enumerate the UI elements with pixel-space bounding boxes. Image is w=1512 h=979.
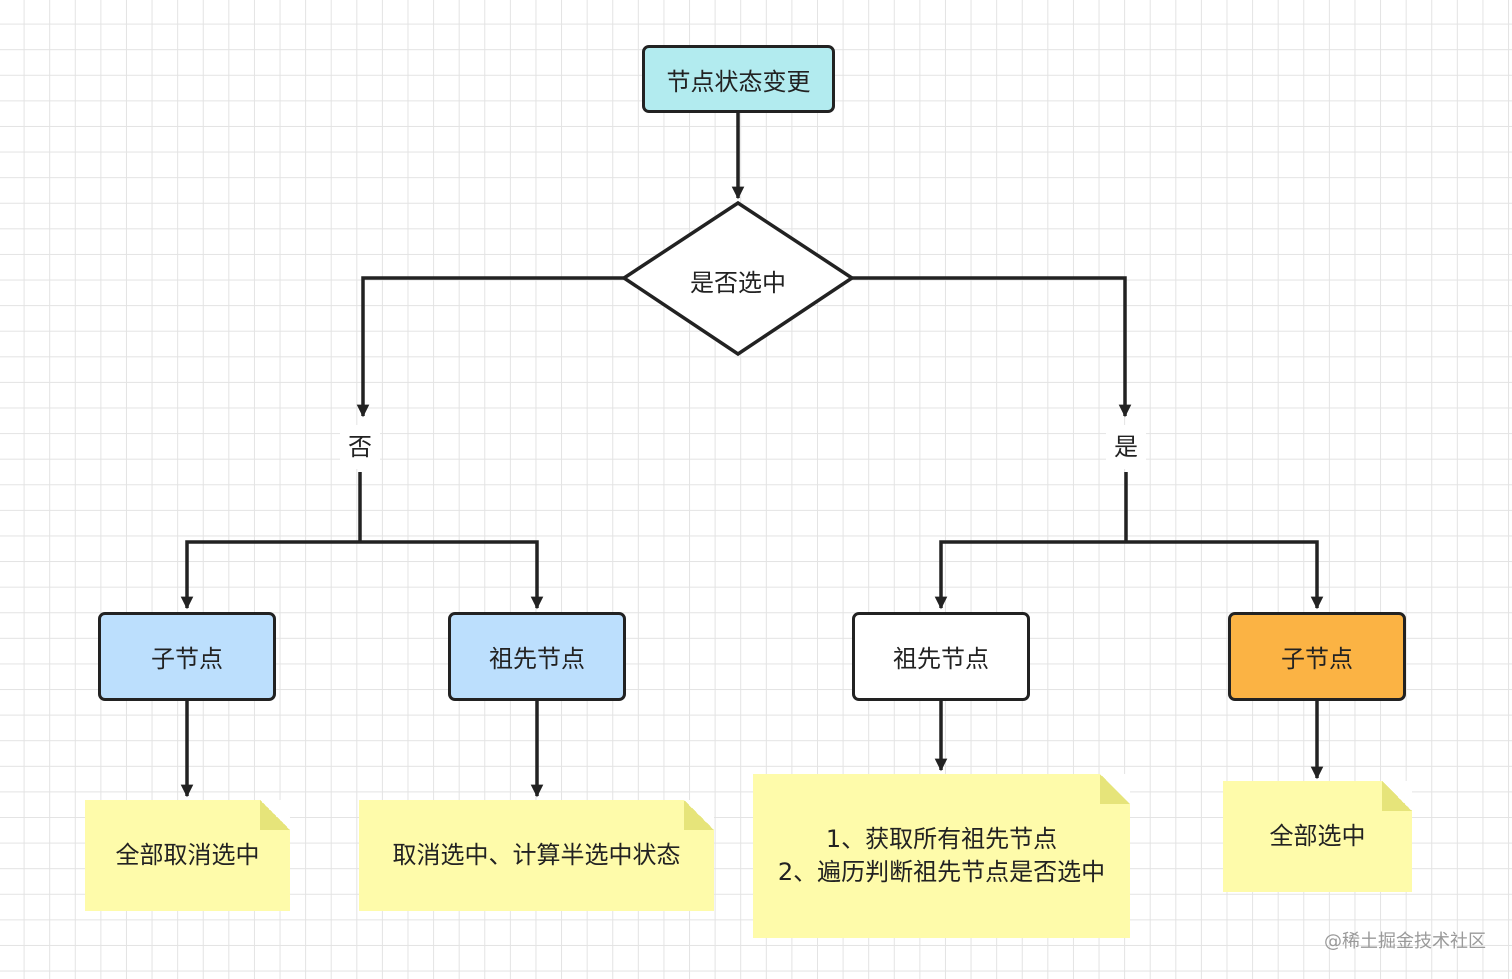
- no-ancestor-node: 祖先节点: [448, 612, 626, 701]
- edge-yes-to-child: [1126, 540, 1324, 610]
- no-child-node: 子节点: [98, 612, 276, 701]
- note-yes-child: 全部选中: [1223, 781, 1412, 892]
- no-ancestor-node-label: 祖先节点: [489, 645, 585, 673]
- note-fold-corner: [1382, 781, 1412, 811]
- edge-yes-to-ancestor: [934, 540, 1126, 610]
- note-no-child: 全部取消选中: [85, 800, 290, 911]
- edge-no-to-ancestor: [360, 540, 544, 610]
- decision-diamond: [620, 200, 856, 357]
- yes-child-node-label: 子节点: [1281, 645, 1353, 673]
- note-fold-corner: [260, 800, 290, 830]
- edge-no-to-child: [180, 540, 360, 610]
- no-child-node-label: 子节点: [151, 645, 223, 673]
- note-no-ancestor-text: 取消选中、计算半选中状态: [392, 841, 681, 869]
- edge-label-yes: 是: [1106, 425, 1146, 469]
- yes-ancestor-node: 祖先节点: [852, 612, 1030, 701]
- yes-child-node: 子节点: [1228, 612, 1406, 701]
- start-node-label: 节点状态变更: [666, 67, 811, 96]
- yes-ancestor-node-label: 祖先节点: [893, 645, 989, 673]
- edge-decision-to-yes: [852, 276, 1132, 418]
- edge-label-no: 否: [340, 425, 380, 469]
- note-yes-ancestor-line-2: 2、遍历判断祖先节点是否选中: [777, 858, 1106, 886]
- start-node: 节点状态变更: [642, 45, 835, 113]
- note-yes-child-text: 全部选中: [1269, 822, 1366, 850]
- note-no-child-text: 全部取消选中: [115, 841, 260, 869]
- note-yes-ancestor-line-1: 1、获取所有祖先节点: [825, 825, 1058, 853]
- watermark: @稀土掘金技术社区: [1324, 931, 1486, 952]
- note-fold-corner: [684, 800, 714, 830]
- note-yes-ancestor: 1、获取所有祖先节点 2、遍历判断祖先节点是否选中: [753, 774, 1130, 938]
- decision-label: 是否选中: [690, 269, 786, 297]
- note-fold-corner: [1100, 774, 1130, 804]
- note-no-ancestor: 取消选中、计算半选中状态: [359, 800, 714, 911]
- edge-decision-to-no: [356, 276, 624, 418]
